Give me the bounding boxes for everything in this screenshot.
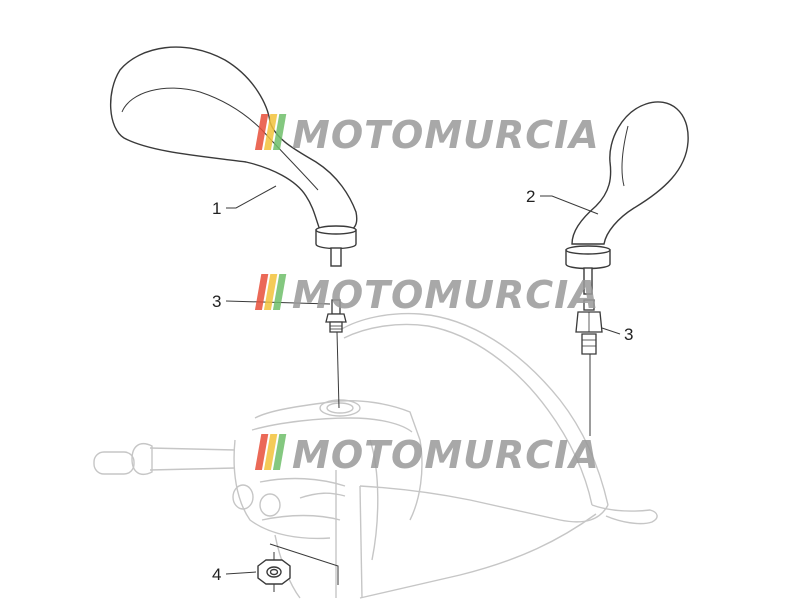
callout-label-3-right: 3 (624, 325, 633, 344)
watermark-text-1: MOTOMURCIA (292, 113, 600, 157)
callout-label-1: 1 (212, 199, 221, 218)
callout-label-2: 2 (526, 187, 535, 206)
callout-3-right: 3 (601, 325, 633, 344)
watermark-logo-3: MOTOMURCIA (254, 433, 600, 477)
nut (257, 552, 291, 592)
watermark-text-3: MOTOMURCIA (292, 433, 600, 477)
watermark-logo-2: MOTOMURCIA (254, 273, 600, 317)
callout-1: 1 (212, 185, 277, 218)
adapter-screw-left (325, 299, 347, 333)
mirror-right (565, 101, 689, 295)
watermark-logo-1: MOTOMURCIA (254, 113, 600, 157)
assembly-guide-lines (269, 543, 339, 585)
handlebar-fairing-outline (93, 312, 658, 599)
leader-line-left (336, 331, 340, 409)
watermark-text-2: MOTOMURCIA (292, 273, 600, 317)
callout-4: 4 (212, 565, 257, 584)
adapter-screw-right (575, 299, 603, 355)
callout-label-3-left: 3 (212, 292, 221, 311)
callout-label-4: 4 (212, 565, 221, 584)
callout-2: 2 (526, 187, 599, 215)
